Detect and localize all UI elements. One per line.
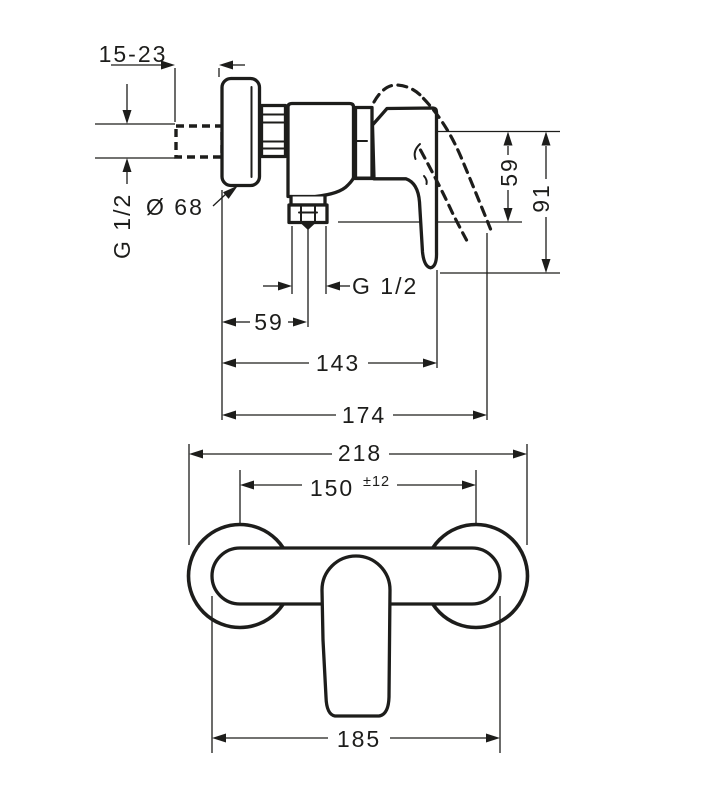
union-nut [259, 103, 288, 159]
dim-wall-depth: 15-23 [99, 41, 168, 67]
dim-escutcheon-diameter: Ø 68 [146, 194, 204, 220]
mixer-body [286, 101, 356, 199]
lever-handle-front [320, 554, 392, 718]
dim-overall-width-218: 218 [338, 440, 382, 466]
dim-supply-thread-vertical: G 1/2 [109, 193, 135, 259]
supply-pipe [174, 124, 224, 159]
dim-centers-150: 150 [310, 475, 354, 501]
cartridge [351, 105, 378, 181]
dimension-arrows [122, 60, 551, 743]
dim-lever-closed-91-vertical: 91 [528, 183, 554, 213]
dim-outlet-thread: G 1/2 [352, 273, 418, 299]
front-view [186, 522, 530, 718]
dimension-labels: 15-23 G 1/2 Ø 68 G 1/2 59 143 174 59 91 … [99, 41, 554, 752]
lever-detail-line-2 [423, 175, 428, 185]
lever-handle-side [370, 106, 439, 270]
side-view [174, 76, 493, 270]
dim-body-width-185: 185 [337, 726, 381, 752]
dim-outlet-offset-59: 59 [254, 309, 284, 335]
dim-lever-open-59-vertical: 59 [496, 157, 522, 187]
outlet-nut [287, 194, 329, 230]
escutcheon-side [220, 76, 262, 188]
dim-centers-tolerance: ±12 [363, 474, 390, 490]
lever-detail-line [413, 143, 421, 160]
lever-handle-open-dashed [372, 83, 493, 242]
dim-depth-143: 143 [316, 350, 360, 376]
dim-depth-174: 174 [342, 402, 386, 428]
